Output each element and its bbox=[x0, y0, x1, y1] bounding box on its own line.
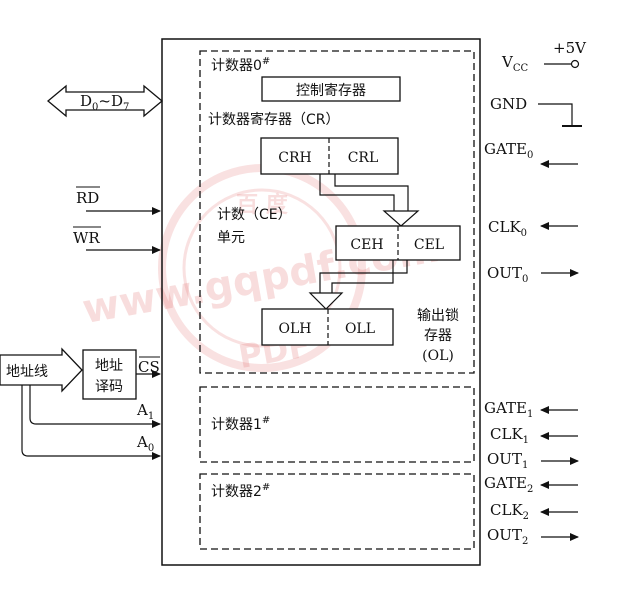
a1-sub: 1 bbox=[148, 411, 154, 422]
svg-text:OUT1: OUT1 bbox=[487, 450, 528, 471]
ol-label-line3: (OL) bbox=[422, 348, 454, 364]
svg-text:CLK1: CLK1 bbox=[490, 425, 529, 446]
crl-label: CRL bbox=[348, 150, 379, 166]
address-section: 地址线 地址 译码 CS A1 A0 bbox=[0, 347, 161, 460]
vcc-terminal bbox=[570, 59, 580, 69]
gate1-label: GATE bbox=[484, 399, 527, 417]
svg-text:计数器0#: 计数器0# bbox=[211, 56, 270, 74]
out0-sub: 0 bbox=[522, 274, 528, 285]
watermark-stamp-text: 百 度 bbox=[236, 192, 289, 218]
counter-2-title-mark: # bbox=[262, 482, 270, 493]
counter-1-title: 计数器1 bbox=[211, 417, 262, 433]
a0-label: A bbox=[136, 433, 148, 451]
clk1-sub: 1 bbox=[523, 435, 529, 446]
counter-1-title-mark: # bbox=[262, 415, 270, 426]
clk2-label: CLK bbox=[490, 501, 523, 519]
gate0-label: GATE bbox=[484, 140, 527, 158]
counter-1: 计数器1# bbox=[199, 386, 475, 463]
svg-text:CLK2: CLK2 bbox=[490, 501, 529, 522]
ce-label-line1: 计数（CE） bbox=[217, 207, 292, 223]
counter-2-title: 计数器2 bbox=[211, 484, 262, 500]
svg-text:A1: A1 bbox=[136, 401, 154, 422]
gnd-label: GND bbox=[490, 95, 527, 113]
address-line-label: 地址线 bbox=[6, 364, 48, 380]
rd-label: RD bbox=[76, 189, 99, 207]
ce-to-ol-connector bbox=[319, 260, 408, 293]
gate2-sub: 2 bbox=[527, 484, 533, 495]
svg-text:VCC: VCC bbox=[501, 53, 528, 74]
control-register-label: 控制寄存器 bbox=[296, 82, 366, 99]
svg-text:计数器1#: 计数器1# bbox=[211, 415, 270, 433]
a1-line bbox=[29, 385, 161, 428]
power-pins: VCC +5V GND bbox=[490, 39, 587, 127]
counter-2-frame bbox=[199, 473, 475, 550]
address-line-arrow bbox=[0, 347, 83, 393]
out0-label: OUT bbox=[487, 264, 522, 282]
clk0-sub: 0 bbox=[521, 228, 527, 239]
decoder-label-line2: 译码 bbox=[95, 379, 123, 395]
svg-text:GATE2: GATE2 bbox=[484, 474, 533, 495]
out1-label: OUT bbox=[487, 450, 522, 468]
svg-text:OUT0: OUT0 bbox=[487, 264, 528, 285]
data-bus: D0~D7 bbox=[46, 84, 164, 118]
svg-text:A0: A0 bbox=[136, 433, 154, 454]
clk2-sub: 2 bbox=[523, 511, 529, 522]
svg-text:OUT2: OUT2 bbox=[487, 526, 528, 547]
vcc-label: V bbox=[501, 53, 514, 71]
counter-2: 计数器2# bbox=[199, 473, 475, 550]
out1-sub: 1 bbox=[522, 460, 528, 471]
counter-pins: GATE0 CLK0 OUT0 GATE1 CLK1 OUT1 GATE2 CL… bbox=[484, 140, 579, 547]
control-register-box bbox=[261, 76, 401, 102]
watermark-stamp-inner-ring bbox=[182, 188, 342, 348]
svg-text:计数器2#: 计数器2# bbox=[211, 482, 270, 500]
bus-d-end-sub: 7 bbox=[123, 102, 129, 113]
count-register-label: 计数器寄存器（CR） bbox=[208, 111, 340, 128]
clk0-label: CLK bbox=[488, 218, 521, 236]
ceh-label: CEH bbox=[350, 237, 383, 253]
olh-label: OLH bbox=[279, 321, 312, 337]
crh-label: CRH bbox=[278, 150, 311, 166]
control-inputs: RD WR bbox=[73, 186, 161, 254]
a0-sub: 0 bbox=[148, 443, 154, 454]
oll-label: OLL bbox=[345, 321, 375, 337]
counter-0-title-mark: # bbox=[262, 56, 270, 67]
counter-1-frame bbox=[199, 386, 475, 463]
out2-label: OUT bbox=[487, 526, 522, 544]
bus-d-start: D bbox=[80, 92, 92, 110]
svg-text:GATE0: GATE0 bbox=[484, 140, 533, 161]
ol-label-line1: 输出锁 bbox=[417, 308, 459, 324]
svg-text:GATE1: GATE1 bbox=[484, 399, 533, 420]
gate1-sub: 1 bbox=[527, 409, 533, 420]
bus-d-start-sub: 0 bbox=[92, 102, 98, 113]
plus5v-label: +5V bbox=[553, 39, 587, 57]
counter-0: 计数器0# 控制寄存器 计数器寄存器（CR） CRH CRL 计数（CE） 单元… bbox=[199, 50, 475, 374]
ol-label-line2: 存器 bbox=[424, 328, 452, 344]
decoder-label-line1: 地址 bbox=[95, 358, 123, 374]
cr-to-ce-arrowhead bbox=[382, 210, 420, 227]
gate2-label: GATE bbox=[484, 474, 527, 492]
cel-label: CEL bbox=[414, 237, 444, 253]
bus-tilde: ~ bbox=[98, 92, 111, 110]
a0-line bbox=[21, 385, 161, 460]
out2-sub: 2 bbox=[522, 536, 528, 547]
counter-0-title: 计数器0 bbox=[211, 58, 262, 74]
gate0-sub: 0 bbox=[527, 150, 533, 161]
wr-label: WR bbox=[73, 229, 100, 247]
data-bus-double-arrow bbox=[46, 84, 164, 118]
gnd-line bbox=[538, 103, 573, 126]
bus-d-end: D bbox=[111, 92, 123, 110]
clk1-label: CLK bbox=[490, 425, 523, 443]
ce-label-line2: 单元 bbox=[217, 230, 245, 246]
chip-outline bbox=[161, 38, 481, 566]
cr-to-ce-connector bbox=[319, 174, 409, 211]
svg-text:CLK0: CLK0 bbox=[488, 218, 527, 239]
ce-to-ol-arrowhead bbox=[308, 292, 344, 310]
cs-label: CS bbox=[138, 358, 160, 376]
a1-label: A bbox=[136, 401, 148, 419]
counter-0-frame bbox=[199, 50, 475, 374]
svg-text:D0~D7: D0~D7 bbox=[80, 92, 129, 113]
vcc-sub: CC bbox=[513, 63, 529, 74]
